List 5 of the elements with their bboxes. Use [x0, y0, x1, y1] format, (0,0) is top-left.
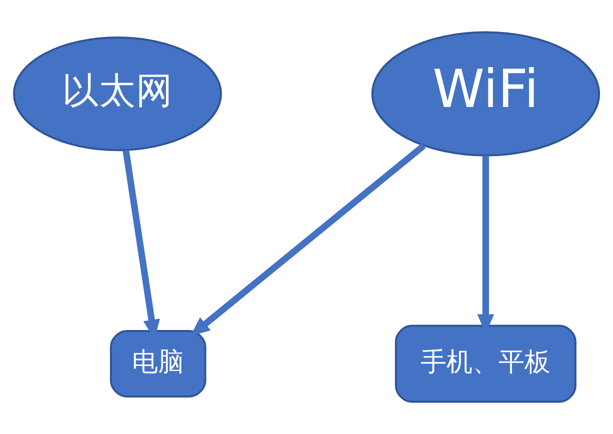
node-box: 电脑	[110, 330, 206, 398]
arrow	[190, 143, 426, 336]
node-ellipse: WiFi	[371, 31, 600, 156]
node-ellipse: 以太网	[12, 36, 222, 152]
node-box: 手机、平板	[394, 324, 576, 403]
